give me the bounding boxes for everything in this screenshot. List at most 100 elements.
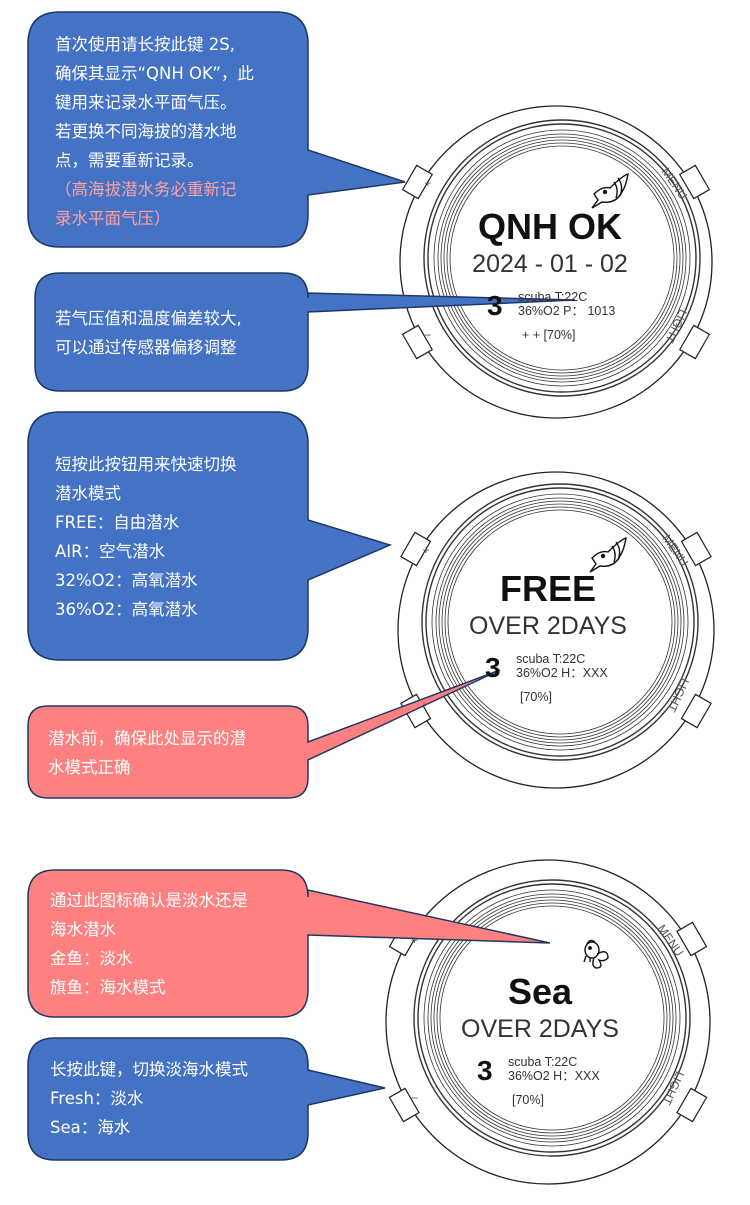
watch-ring [441, 503, 679, 741]
minus-button[interactable] [388, 1087, 420, 1123]
dive-count: 3 [477, 1055, 493, 1086]
minus-label: − [424, 328, 432, 342]
plus-label: + [424, 176, 432, 190]
text-line: 若气压值和温度偏差较大, [55, 309, 242, 328]
battery-status: [70%] [520, 690, 552, 704]
battery-status: [70%] [512, 1093, 544, 1107]
watch-ring [430, 896, 674, 1140]
swordfish-icon [591, 172, 629, 209]
watch-info-line1: scuba T:22C [508, 1055, 578, 1069]
watch-ring [446, 142, 678, 374]
plus-button[interactable] [400, 531, 432, 567]
watch-subtitle: OVER 2DAYS [469, 612, 627, 640]
watch-2 [397, 471, 715, 789]
watch-info-line2: 36%O2 H：XXX [516, 666, 608, 680]
callout-offset-bubble [34, 272, 576, 392]
menu-button[interactable] [678, 164, 711, 200]
watch-ring [423, 119, 701, 397]
text-line: 32%O2：高氧潜水 [55, 571, 198, 590]
watch-ring [427, 123, 697, 393]
callout-water-icon-text: 通过此图标确认是淡水还是 海水潜水 金鱼：淡水 旗鱼：海水模式 [50, 886, 248, 1002]
text-line: FREE：自由潜水 [55, 513, 180, 532]
text-line: 36%O2：高氧潜水 [55, 600, 198, 619]
callout-water-toggle-text: 长按此键，切换淡海水模式 Fresh：淡水 Sea：海水 [50, 1055, 248, 1142]
watch-ring [443, 139, 681, 377]
callout-mode-check-text: 潜水前，确保此处显示的潜 水模式正确 [48, 724, 246, 782]
light-button[interactable] [678, 324, 711, 360]
callout-qnh-text: 首次使用请长按此键 2S, 确保其显示“QNH OK”，此 键用来记录水平面气压… [55, 30, 254, 233]
watch-ring [417, 883, 687, 1153]
minus-label: − [422, 697, 430, 711]
text-line: 旗鱼：海水模式 [50, 978, 166, 997]
watch-ring [435, 497, 685, 747]
watch-ring [449, 145, 675, 371]
text-line: 潜水前，确保此处显示的潜 [48, 729, 246, 748]
callout-mode-check-bubble [27, 669, 501, 799]
callout-water-icon-bubble [27, 869, 551, 1018]
text-line: 短按此按钮用来快速切换 [55, 455, 237, 474]
watch-mode-title: Sea [507, 971, 573, 1012]
watch-ring [413, 879, 691, 1157]
watch-ring [427, 893, 677, 1143]
text-line: 确保其显示“QNH OK”，此 [55, 64, 254, 83]
watch-ring [423, 889, 681, 1147]
watch-ring [431, 493, 689, 751]
minus-label: − [411, 1091, 419, 1105]
watch-mode-title: QNH OK [478, 206, 622, 247]
swordfish-icon [589, 536, 627, 573]
highlight-line: （高海拔潜水务必重新记 [55, 180, 237, 199]
watch-ring [439, 905, 665, 1131]
callout-mode-bubble [27, 411, 393, 661]
plus-label: + [411, 933, 419, 947]
watch-ring [447, 509, 673, 735]
text-line: 通过此图标确认是淡水还是 [50, 891, 248, 910]
text-line: 可以通过传感器偏移调整 [55, 338, 237, 357]
callout-water-toggle-bubble [27, 1037, 386, 1161]
text-line: 海水潜水 [50, 920, 116, 939]
watch-subtitle: OVER 2DAYS [461, 1015, 619, 1043]
plus-label: + [422, 543, 430, 557]
watch-ring [438, 500, 682, 744]
dive-count: 3 [485, 652, 501, 683]
battery-status: + + [70%] [522, 328, 576, 342]
watch-info-line2: 36%O2 P： 1013 [518, 304, 616, 318]
watch-1 [399, 105, 713, 419]
highlight-line: 录水平面气压） [55, 209, 171, 228]
light-button[interactable] [680, 693, 712, 729]
menu-button[interactable] [676, 921, 708, 957]
text-line: 潜水模式 [55, 484, 121, 503]
plus-button[interactable] [401, 164, 434, 200]
watch-info-line1: scuba T:22C [516, 652, 586, 666]
text-line: AIR：空气潜水 [55, 542, 166, 561]
goldfish-icon [583, 939, 609, 969]
text-line: Sea：海水 [50, 1118, 131, 1137]
watch-info-line1: scuba T:22C [518, 290, 588, 304]
text-line: 若更换不同海拔的潜水地 [55, 122, 237, 141]
watch-ring [433, 129, 691, 387]
watch-ring [433, 899, 671, 1137]
watch-ring [425, 487, 695, 757]
watch-subtitle: 2024 - 01 - 02 [472, 250, 628, 278]
dive-count: 3 [487, 290, 503, 321]
minus-button[interactable] [401, 324, 434, 360]
callout-qnh-bubble [27, 11, 406, 248]
watch-info-line2: 36%O2 H：XXX [508, 1069, 600, 1083]
watch-ring [436, 902, 668, 1134]
watch-ring [444, 506, 676, 738]
callout-mode-text: 短按此按钮用来快速切换 潜水模式 FREE：自由潜水 AIR：空气潜水 32%O… [55, 450, 237, 624]
text-line: 水模式正确 [48, 758, 131, 777]
callout-offset-text: 若气压值和温度偏差较大, 可以通过传感器偏移调整 [55, 304, 242, 362]
watch-ring [421, 483, 699, 761]
watch-ring [437, 133, 687, 383]
text-line: 首次使用请长按此键 2S, [55, 35, 235, 54]
light-button[interactable] [676, 1087, 708, 1123]
text-line: 长按此键，切换淡海水模式 [50, 1060, 248, 1079]
text-line: 键用来记录水平面气压。 [55, 93, 237, 112]
text-line: 金鱼：淡水 [50, 949, 133, 968]
text-line: Fresh：淡水 [50, 1089, 144, 1108]
menu-button[interactable] [680, 531, 712, 567]
watch-mode-title: FREE [499, 568, 597, 609]
watch-ring [440, 136, 684, 380]
